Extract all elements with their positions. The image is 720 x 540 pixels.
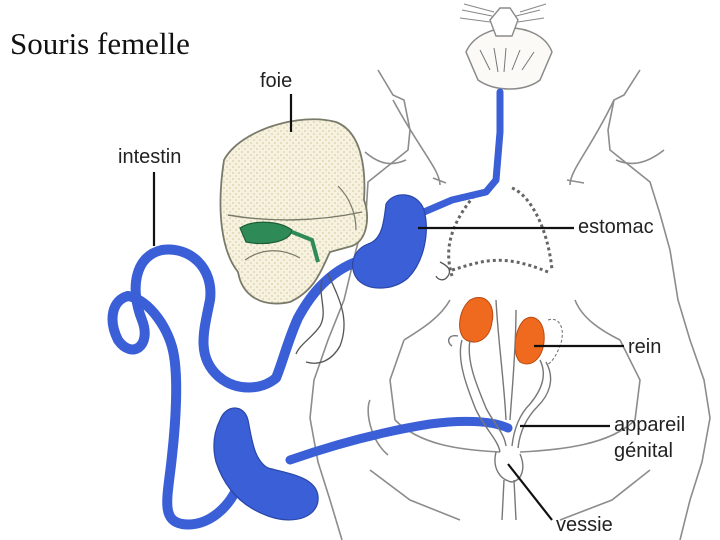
kidneys (460, 297, 563, 364)
label-vessie: vessie (556, 514, 613, 536)
label-foie: foie (260, 70, 292, 92)
left-kidney (460, 297, 493, 342)
label-estomac: estomac (578, 216, 654, 238)
diagram-title: Souris femelle (10, 26, 190, 62)
body-outline (310, 70, 710, 540)
label-rein: rein (628, 336, 661, 358)
liver (220, 119, 367, 303)
label-genital: génital (614, 440, 673, 462)
right-kidney (515, 317, 544, 364)
mouth-teeth (460, 4, 552, 89)
rib-cage (449, 188, 552, 276)
label-intestin: intestin (118, 146, 181, 168)
label-appareil: appareil (614, 414, 685, 436)
